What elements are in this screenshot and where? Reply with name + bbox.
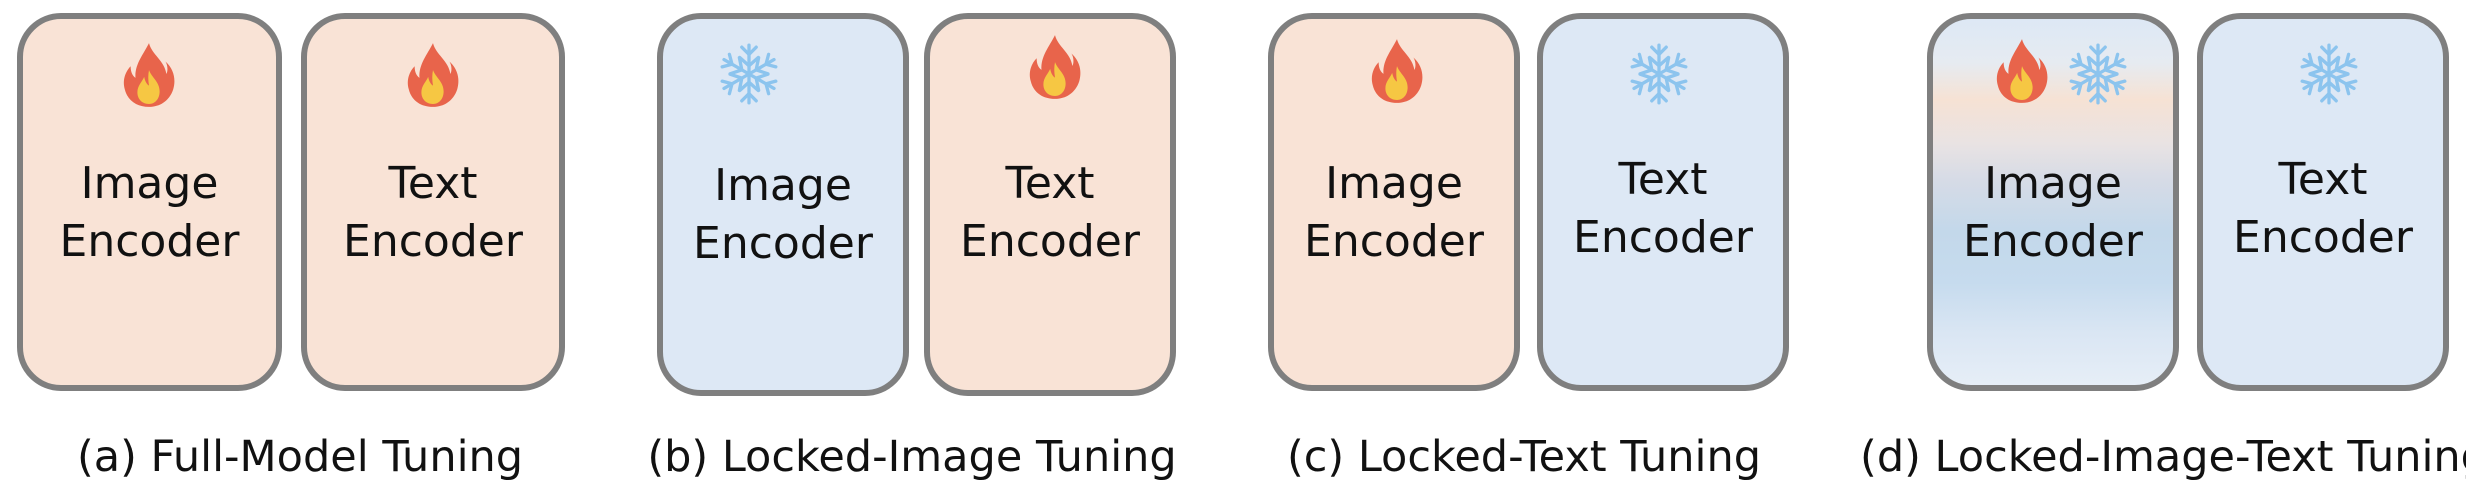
fire-icon (1026, 33, 1084, 101)
fire-icon (1368, 37, 1426, 105)
panel-locked-text-tuning: Image Encoder Text Encoder (1252, 0, 1812, 496)
image-encoder-label: Image Encoder (23, 155, 276, 271)
text-encoder-label: Text Encoder (1543, 151, 1783, 267)
image-encoder-box: Image Encoder (1268, 13, 1520, 391)
encoder-label-line2: Encoder (693, 218, 873, 269)
encoder-label-line2: Encoder (1573, 212, 1753, 263)
panel-locked-image-tuning: Image Encoder Text Encoder (640, 0, 1200, 496)
image-encoder-label: Image Encoder (1274, 155, 1514, 271)
text-encoder-box: Text Encoder (924, 13, 1176, 396)
encoder-label-line1: Text (1618, 154, 1708, 205)
caption-c: (c) Locked-Text Tuning (1286, 432, 1762, 482)
encoder-label-line2: Encoder (960, 216, 1140, 267)
image-encoder-box: Image Encoder (1927, 13, 2179, 391)
fire-icon (120, 41, 178, 109)
panel-full-model-tuning: Image Encoder Text Encoder (0, 0, 600, 496)
text-encoder-label: Text Encoder (930, 155, 1170, 271)
snowflake-icon (716, 41, 782, 107)
text-encoder-label: Text Encoder (2203, 151, 2443, 267)
encoder-label-line1: Text (1005, 158, 1095, 209)
text-encoder-box: Text Encoder (1537, 13, 1789, 391)
image-encoder-label: Image Encoder (663, 157, 903, 273)
fire-icon (1993, 37, 2051, 105)
text-encoder-box: Text Encoder (301, 13, 565, 391)
encoder-label-line1: Image (1325, 158, 1463, 209)
encoder-label-line1: Image (714, 160, 852, 211)
encoder-label-line1: Image (1984, 158, 2122, 209)
fire-icon (404, 41, 462, 109)
image-encoder-box: Image Encoder (17, 13, 282, 391)
caption-d: (d) Locked-Image-Text Tuning (1860, 432, 2466, 482)
encoder-label-line2: Encoder (1304, 216, 1484, 267)
encoder-label-line2: Encoder (59, 216, 240, 267)
caption-b: (b) Locked-Image Tuning (647, 432, 1177, 482)
encoder-label-line1: Text (2278, 154, 2368, 205)
snowflake-icon (1626, 41, 1692, 107)
encoder-label-line2: Encoder (2233, 212, 2413, 263)
encoder-label-line1: Text (388, 158, 478, 209)
panel-locked-image-text-tuning: Image Encoder Text Encoder (1908, 0, 2466, 496)
text-encoder-label: Text Encoder (307, 155, 559, 271)
encoder-label-line1: Image (80, 158, 219, 209)
snowflake-icon (2296, 41, 2362, 107)
image-encoder-box: Image Encoder (657, 13, 909, 396)
image-encoder-label: Image Encoder (1933, 155, 2173, 271)
snowflake-icon (2065, 41, 2131, 107)
encoder-label-line2: Encoder (1963, 216, 2143, 267)
encoder-label-line2: Encoder (343, 216, 523, 267)
caption-a: (a) Full-Model Tuning (76, 432, 524, 482)
text-encoder-box: Text Encoder (2197, 13, 2449, 391)
